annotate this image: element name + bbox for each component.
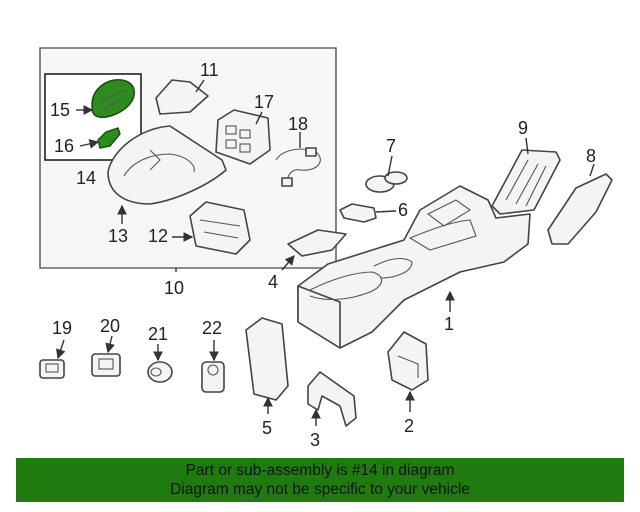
part-15-shape[interactable]	[91, 79, 135, 118]
part-5-shape[interactable]	[245, 317, 289, 401]
callout-8: 8	[586, 146, 596, 166]
callout-12: 12	[148, 226, 168, 246]
part-3-shape[interactable]	[307, 371, 357, 427]
callout-15[interactable]: 15	[50, 100, 70, 120]
part-2-shape[interactable]	[387, 331, 429, 391]
leader-17	[255, 111, 263, 125]
callout-16[interactable]: 16	[54, 136, 74, 156]
callout-13: 13	[108, 226, 128, 246]
leader-6	[375, 210, 397, 213]
callout-1: 1	[444, 314, 454, 334]
part-1-shape[interactable]	[297, 185, 531, 349]
part-13-shape[interactable]	[107, 125, 227, 205]
callout-14[interactable]: 14	[76, 168, 96, 188]
callout-22: 22	[202, 318, 222, 338]
callout-19: 19	[52, 318, 72, 338]
banner-line-1: Part or sub-assembly is #14 in diagram	[185, 462, 455, 479]
part-11-shape[interactable]	[155, 79, 209, 115]
part-4-shape[interactable]	[287, 229, 347, 257]
callout-11: 11	[200, 60, 219, 80]
leader-11	[195, 79, 205, 93]
part-7-shape[interactable]	[365, 171, 408, 193]
callout-5: 5	[262, 418, 272, 438]
callout-20: 20	[100, 316, 120, 336]
leader-16	[79, 139, 100, 149]
banner-line-2: Diagram may not be specific to your vehi…	[170, 481, 470, 498]
callout-4: 4	[268, 272, 278, 292]
part-19-shape[interactable]	[39, 359, 65, 379]
leader-9	[525, 137, 529, 155]
part-16-shape[interactable]	[97, 127, 121, 149]
leader-19	[56, 339, 66, 360]
part-20-shape[interactable]	[91, 353, 121, 377]
part-21-shape[interactable]	[147, 361, 173, 383]
callout-6: 6	[398, 200, 408, 220]
callout-18: 18	[288, 114, 308, 134]
info-banner: Part or sub-assembly is #14 in diagram D…	[16, 458, 624, 502]
leader-8	[589, 163, 595, 177]
leader-7	[387, 155, 393, 177]
callout-7: 7	[386, 136, 396, 156]
part-18-shape[interactable]	[275, 147, 321, 187]
callout-17: 17	[254, 92, 274, 112]
part-12-shape[interactable]	[189, 201, 251, 255]
leader-4	[281, 255, 295, 271]
callout-3: 3	[310, 430, 320, 450]
callout-21: 21	[148, 324, 168, 344]
callout-10: 10	[164, 278, 184, 298]
part-6-shape[interactable]	[339, 203, 377, 223]
callout-9: 9	[518, 118, 528, 138]
part-22-shape[interactable]	[201, 361, 225, 393]
callout-2: 2	[404, 416, 414, 436]
leader-20	[105, 335, 115, 354]
parts-diagram: 11 17 18 15 16 14 13 12 10 7 6 4 9 8 1 2…	[39, 47, 613, 450]
part-8-shape[interactable]	[547, 173, 613, 245]
part-9-shape[interactable]	[491, 149, 561, 215]
